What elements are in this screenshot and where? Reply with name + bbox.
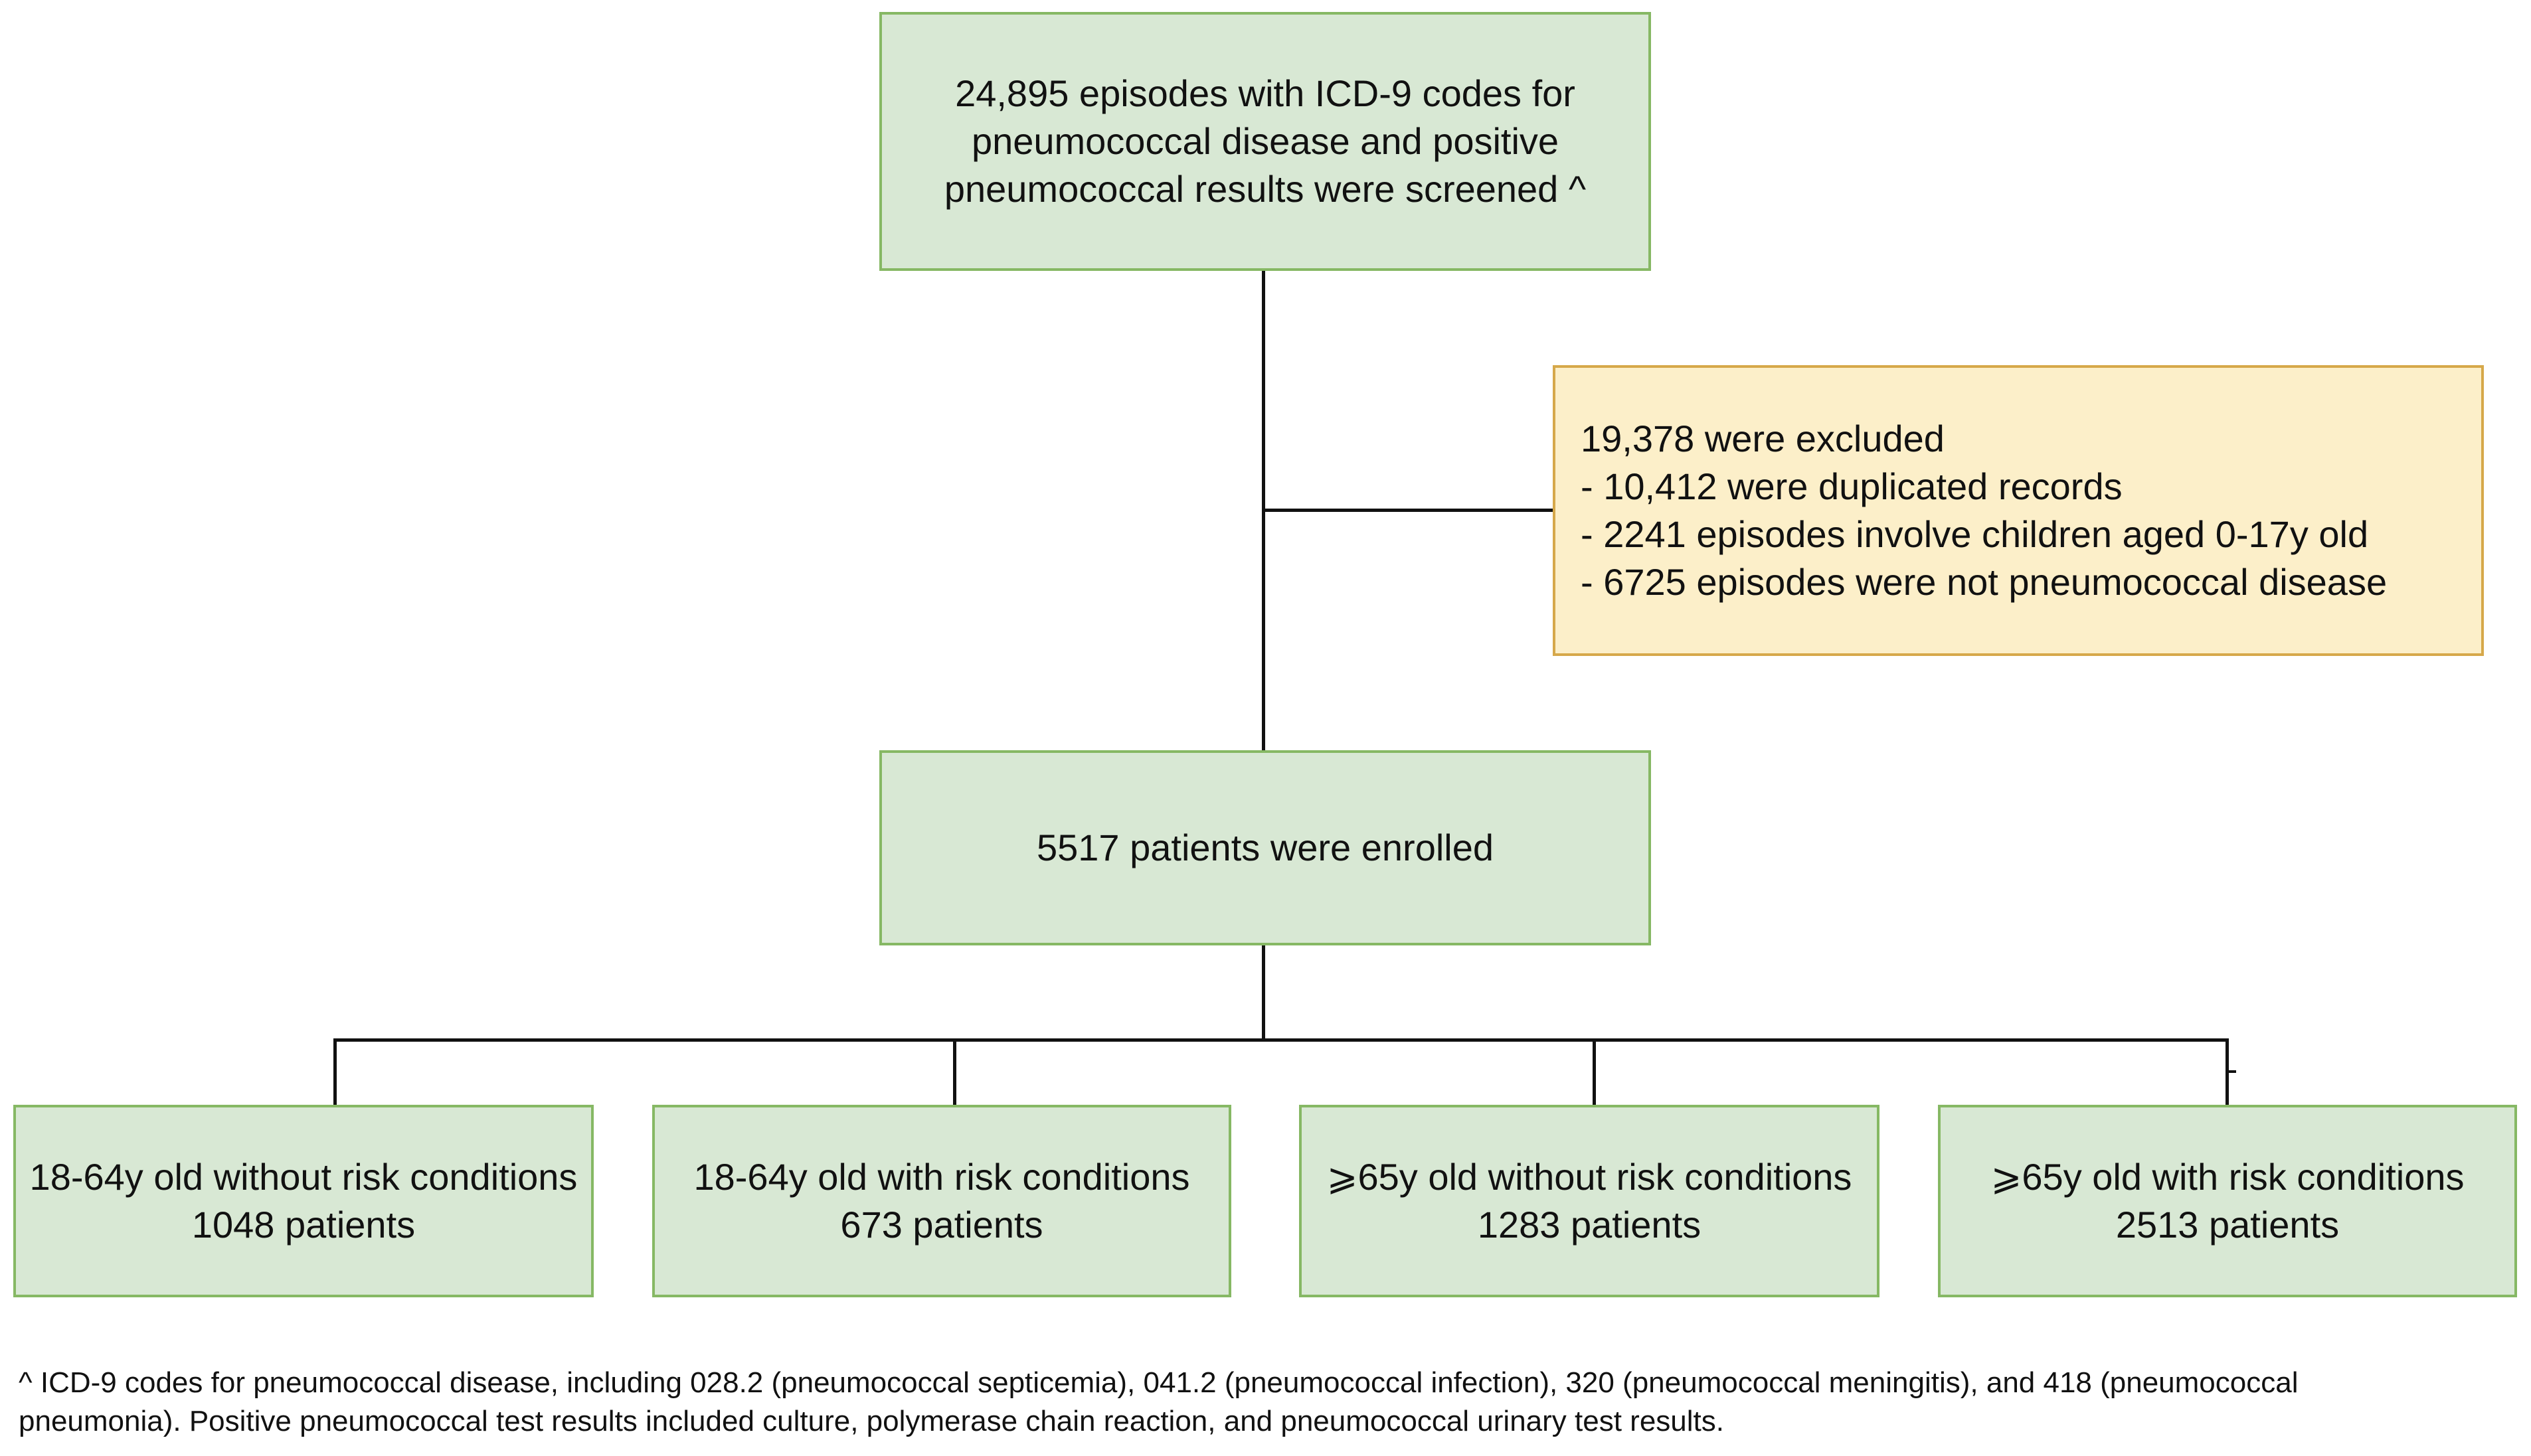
group-box-18-64-with-risk: 18-64y old with risk conditions 673 pati… (652, 1105, 1231, 1297)
enrolled-text: 5517 patients were enrolled (1036, 827, 1494, 868)
group-count: 673 patients (840, 1204, 1043, 1246)
footnote: ^ ICD-9 codes for pneumococcal disease, … (19, 1364, 2522, 1441)
connector-horizontal-branch (333, 1038, 2229, 1042)
enrolled-box: 5517 patients were enrolled (879, 750, 1651, 945)
connector-to-excluded (1262, 509, 1554, 512)
connector-branch-3 (1593, 1038, 1596, 1106)
group-label: ⩾65y old without risk conditions (1326, 1156, 1852, 1198)
group-count: 1283 patients (1477, 1204, 1702, 1246)
excluded-total: 19,378 were excluded (1581, 418, 1945, 459)
excluded-not-pneumococcal: - 6725 episodes were not pneumococcal di… (1581, 561, 2388, 603)
group-label: 18-64y old without risk conditions (29, 1156, 578, 1198)
excluded-duplicated: - 10,412 were duplicated records (1581, 465, 2123, 507)
footnote-line-1: ^ ICD-9 codes for pneumococcal disease, … (19, 1366, 2299, 1399)
connector-branch-1 (333, 1038, 337, 1106)
connector-enrolled-down (1262, 944, 1265, 1041)
group-label: ⩾65y old with risk conditions (1990, 1156, 2465, 1198)
screened-line-3: pneumococcal results were screened ^ (944, 168, 1587, 210)
excluded-children: - 2241 episodes involve children aged 0-… (1581, 513, 2369, 555)
connector-tick-4 (2226, 1070, 2236, 1073)
group-box-65-with-risk: ⩾65y old with risk conditions 2513 patie… (1938, 1105, 2517, 1297)
group-box-65-without-risk: ⩾65y old without risk conditions 1283 pa… (1299, 1105, 1879, 1297)
group-count: 2513 patients (2115, 1204, 2340, 1246)
excluded-box: 19,378 were excluded - 10,412 were dupli… (1553, 365, 2484, 656)
connector-branch-2 (953, 1038, 956, 1106)
screened-line-2: pneumococcal disease and positive (971, 120, 1559, 162)
group-count: 1048 patients (191, 1204, 416, 1246)
screened-box: 24,895 episodes with ICD-9 codes for pne… (879, 12, 1651, 271)
footnote-line-2: pneumonia). Positive pneumococcal test r… (19, 1405, 1724, 1437)
group-box-18-64-without-risk: 18-64y old without risk conditions 1048 … (13, 1105, 594, 1297)
screened-line-1: 24,895 episodes with ICD-9 codes for (955, 72, 1575, 114)
group-label: 18-64y old with risk conditions (693, 1156, 1190, 1198)
